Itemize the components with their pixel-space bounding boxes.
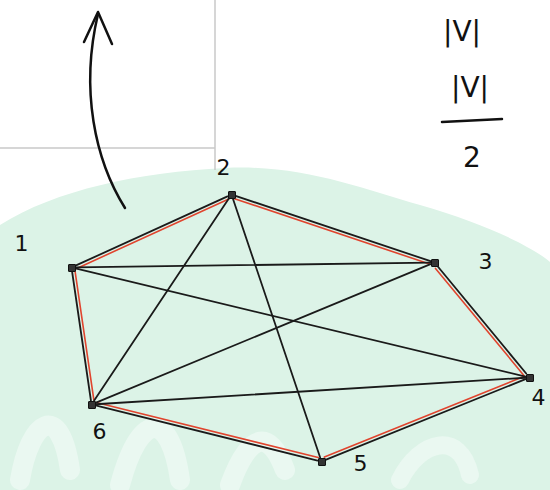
graph-edge	[76, 268, 526, 376]
vertex-number: 6	[93, 421, 107, 443]
vertex-number: 5	[354, 453, 368, 475]
graph-edge	[96, 405, 318, 460]
graph-edge	[96, 378, 526, 405]
edge-group	[76, 268, 526, 376]
graph-edge	[236, 196, 431, 261]
vertex-number: 3	[479, 251, 493, 273]
edge-group	[94, 199, 229, 401]
blob-squiggle	[400, 445, 470, 480]
cycle-highlight	[435, 268, 523, 375]
graph-vertex: 5	[318, 458, 326, 466]
graph-edge	[72, 272, 91, 401]
cycle-highlight	[235, 199, 430, 264]
vertex-number: 1	[15, 233, 29, 255]
graph-edge	[76, 196, 228, 265]
graph-vertex: 2	[228, 191, 236, 199]
graph-edge	[326, 379, 526, 460]
frame-line	[0, 147, 215, 149]
arrow-head	[84, 12, 112, 44]
green-blob	[0, 168, 550, 490]
edge-group	[96, 264, 431, 403]
edge-group	[96, 403, 319, 461]
curved-arrow	[90, 14, 125, 208]
edge-group	[96, 378, 526, 405]
edge-group	[76, 263, 431, 268]
formula-text: |V|	[443, 18, 481, 46]
graph-edge	[94, 199, 229, 401]
blob-squiggle	[20, 426, 285, 485]
formula-text: 2	[463, 144, 481, 172]
edge-group	[72, 271, 94, 400]
frame-line	[214, 0, 216, 170]
cycle-highlight	[75, 271, 94, 400]
graph-vertex: 6	[88, 401, 96, 409]
graph-vertex: 3	[431, 259, 439, 267]
formula-text: |V|	[451, 74, 489, 102]
graph-edge	[76, 263, 431, 268]
graph-edge	[438, 267, 526, 374]
graph-edge	[96, 264, 431, 403]
vertex-number: 2	[217, 157, 231, 179]
fraction-bar	[442, 119, 502, 122]
cycle-highlight	[96, 403, 318, 458]
edge-group	[235, 196, 431, 264]
graph-vertex: 1	[68, 264, 76, 272]
vertex-number: 4	[532, 387, 546, 409]
graph-vertex: 4	[526, 374, 534, 382]
